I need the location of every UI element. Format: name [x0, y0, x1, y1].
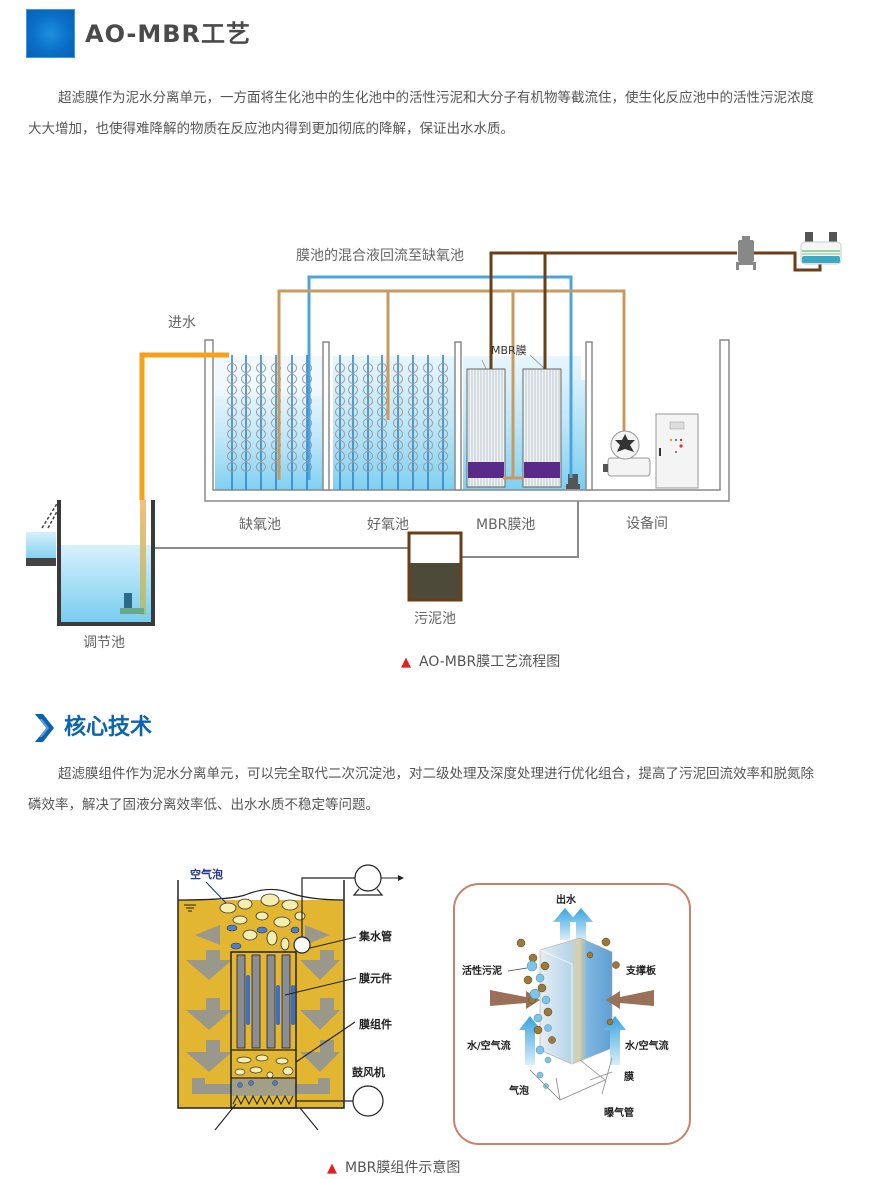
blower-circle-icon — [352, 1085, 384, 1117]
aerobic-tank-label: 好氧池 — [367, 517, 409, 533]
module-diagram-caption-text: MBR膜组件示意图 — [345, 1160, 461, 1176]
water-air-flow-left-label: 水/空气流 — [467, 1041, 511, 1052]
mbr-tank-label: MBR膜池 — [476, 517, 536, 533]
regulating-tank-label: 调节池 — [83, 635, 125, 651]
main-tank-outline — [204, 339, 730, 502]
sludge-tank-label: 污泥池 — [414, 611, 456, 627]
clean-water-tank-icon — [800, 232, 842, 265]
inlet-pipe — [139, 352, 229, 500]
module-diagram-caption: ▲ MBR膜组件示意图 — [327, 1157, 460, 1177]
effluent-pump-icon — [736, 236, 756, 270]
chevron-right-icon — [35, 714, 54, 742]
mbr-membrane-label: MBR膜 — [491, 344, 527, 357]
membrane-elements — [236, 954, 291, 1049]
blower-label: 鼓风机 — [352, 1066, 385, 1079]
air-bubbles — [219, 893, 306, 951]
intro-paragraph-line1: 超滤膜作为泥水分离单元，一方面将生化池中的生化池中的活性污泥和大分子有机物等截流… — [58, 90, 814, 106]
core-paragraph-line2: 磷效率，解决了固液分离效率低、出水水质不稳定等问题。 — [28, 797, 379, 813]
return-flow-label: 膜池的混合液回流至缺氧池 — [296, 248, 464, 264]
bubble-label: 气泡 — [509, 1086, 529, 1097]
control-cabinet-icon — [655, 413, 699, 489]
downflow-arrows — [186, 925, 340, 1094]
regulating-tank — [26, 500, 155, 626]
caption-triangle-icon: ▲ — [401, 655, 411, 670]
intro-paragraph-line2: 大大增加，也使得难降解的物质在反应池内得到更加彻底的降解，保证出水水质。 — [28, 121, 514, 137]
air-pipe — [277, 289, 626, 480]
sludge-tank — [407, 531, 463, 602]
blower-icon — [603, 430, 651, 477]
caption-triangle-icon: ▲ — [327, 1161, 337, 1176]
ao-mbr-flow-diagram — [26, 232, 842, 626]
support-plate-label: 支撑板 — [626, 966, 656, 977]
section-title-ao-mbr: AO-MBR工艺 — [85, 20, 252, 48]
inlet-label: 进水 — [168, 315, 196, 331]
mbr-module-schematic — [177, 864, 404, 1131]
membrane-element-label: 膜元件 — [359, 972, 392, 985]
outlet-label: 出水 — [556, 895, 576, 906]
membrane-module-label: 膜组件 — [359, 1018, 392, 1031]
membrane-panel-illustration — [490, 908, 654, 1101]
anoxic-tank-label: 缺氧池 — [239, 517, 281, 533]
section-icon-square — [26, 9, 75, 58]
equipment-room-label: 设备间 — [626, 516, 668, 532]
water-air-flow-right-label: 水/空气流 — [625, 1041, 669, 1052]
effluent-pipe — [489, 251, 737, 369]
mbr-suction-pump-icon — [566, 474, 580, 489]
suction-pump-icon — [354, 864, 382, 892]
air-bubble-label: 空气泡 — [190, 868, 223, 881]
activated-sludge-label: 活性污泥 — [462, 966, 502, 977]
air-bubbles — [526, 960, 552, 1089]
flow-diagram-caption: ▲ AO-MBR膜工艺流程图 — [401, 651, 560, 671]
flow-diagram-caption-text: AO-MBR膜工艺流程图 — [419, 654, 561, 670]
aeration-pipe-label: 曝气管 — [604, 1108, 634, 1119]
membrane-label: 膜 — [624, 1072, 634, 1083]
collector-pipe-label: 集水管 — [359, 930, 392, 943]
section-title-core-tech: 核心技术 — [64, 715, 153, 740]
return-pipe — [307, 275, 573, 480]
mbr-membrane-modules — [466, 354, 562, 488]
core-paragraph-line1: 超滤膜组件作为泥水分离单元，可以完全取代二次沉淀池，对二级处理及深度处理进行优化… — [58, 766, 814, 782]
